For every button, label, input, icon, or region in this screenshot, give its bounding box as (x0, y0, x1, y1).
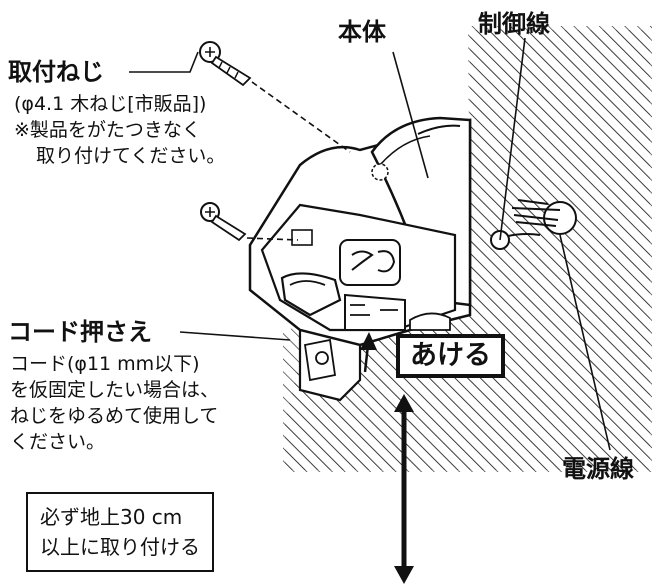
cord-clamp-title: コード押さえ (8, 318, 152, 346)
screw-note-line-2: 取り付けてください。 (36, 145, 226, 167)
screw-icon (199, 41, 351, 153)
screw-note-line-1: ※製品をがたつきなく (14, 119, 201, 141)
height-note-line-2: 以上に取り付ける (40, 535, 200, 559)
height-note-box: 必ず地上30 cm 以上に取り付ける (26, 492, 214, 572)
screw-description: (φ4.1 木ねじ[市販品]) (14, 93, 207, 115)
cord-description-line-1: コード(φ11 mm以下) (10, 353, 200, 375)
wall-surface (283, 26, 652, 472)
height-note-line-1: 必ず地上30 cm (40, 505, 183, 529)
cord-description-line-2: を仮固定したい場合は、 (10, 379, 220, 401)
main-unit (248, 116, 472, 402)
up-arrow-icon (360, 332, 377, 373)
screw-title: 取付ねじ (8, 58, 104, 86)
main-body-label: 本体 (338, 18, 386, 46)
open-label: あける (396, 334, 505, 378)
cord-description-line-4: ください。 (10, 431, 106, 453)
leader-lines (129, 37, 611, 451)
screw-icon (200, 202, 299, 242)
power-wire-label: 電源線 (562, 455, 634, 483)
double-arrow-icon (394, 394, 414, 584)
cord-description-line-3: ねじをゆるめて使用して (10, 405, 219, 427)
control-wire-label: 制御線 (478, 10, 550, 38)
